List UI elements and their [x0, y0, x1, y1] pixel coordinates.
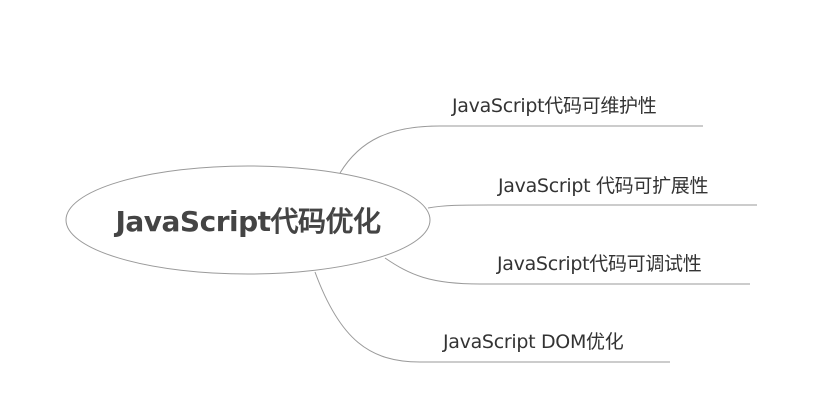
branch-node-maintainability[interactable]: JavaScript代码可维护性 — [452, 95, 657, 117]
root-node[interactable]: JavaScript代码优化 — [66, 166, 430, 274]
root-node-label: JavaScript代码优化 — [115, 205, 381, 238]
branch-node-dom-optimization[interactable]: JavaScript DOM优化 — [443, 331, 624, 353]
branch-connector-2 — [427, 204, 757, 209]
branch-node-extensibility[interactable]: JavaScript 代码可扩展性 — [498, 175, 709, 197]
branch-connector-3 — [384, 257, 750, 285]
root-node-ellipse — [65, 165, 431, 275]
branch-connector-1 — [339, 125, 703, 174]
branch-connector-4 — [314, 271, 670, 363]
branch-node-debuggability[interactable]: JavaScript代码可调试性 — [497, 253, 702, 275]
